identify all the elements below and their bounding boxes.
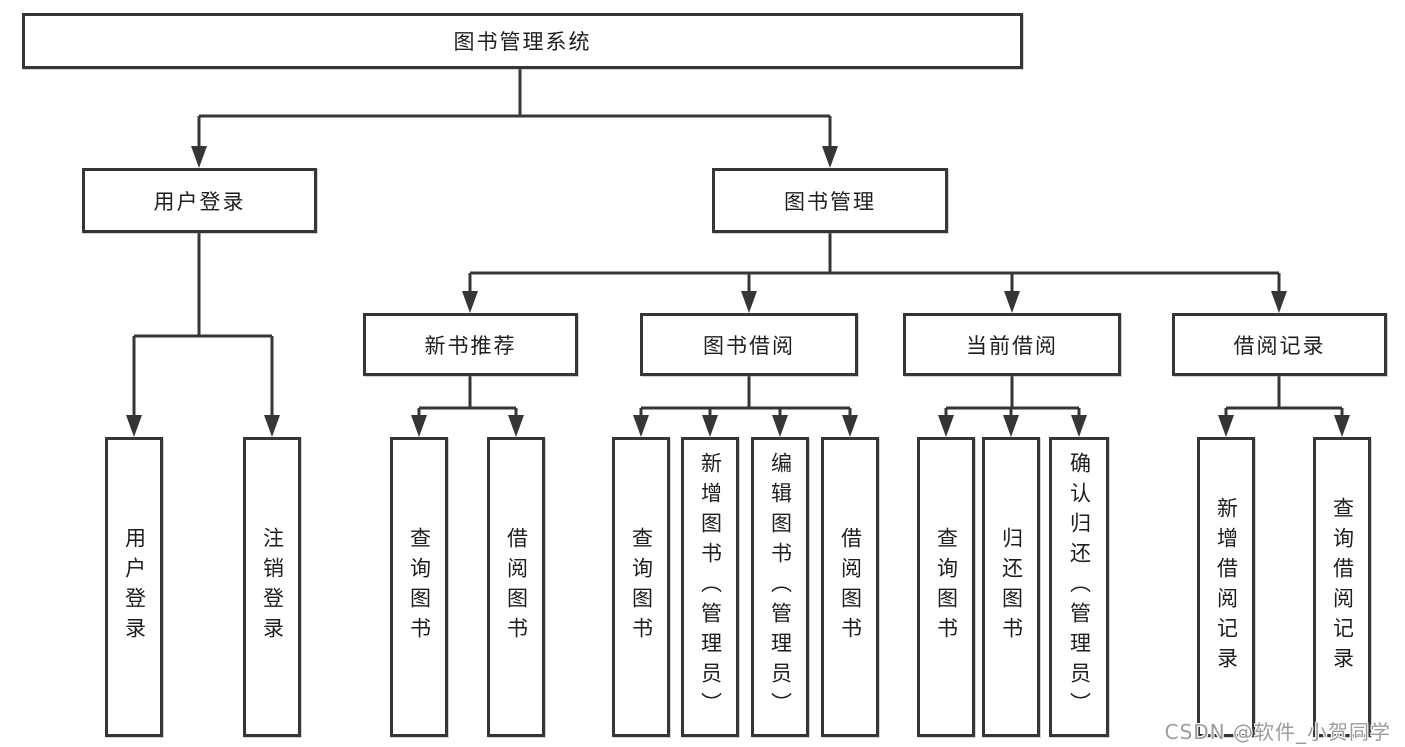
arrowhead bbox=[411, 415, 427, 437]
node-book-borrowing: 图书借阅 bbox=[640, 313, 858, 376]
connector-new-book-recommend-to-leaves bbox=[417, 376, 518, 420]
arrowhead bbox=[1218, 415, 1234, 437]
leaf-cb-return-books: 归还图书 bbox=[982, 437, 1040, 737]
node-label: 用户登录 bbox=[153, 189, 246, 214]
node-book-management: 图书管理 bbox=[712, 168, 948, 233]
node-label: 新书推荐 bbox=[424, 333, 517, 358]
leaf-bb-edit-books-admin: 编辑图书（管理员） bbox=[751, 437, 809, 737]
node-label: 编辑图书（管理员） bbox=[768, 452, 793, 722]
csdn-watermark: CSDN @软件_小贺同学 bbox=[1164, 720, 1391, 744]
connector-user-login-to-leaves bbox=[132, 233, 274, 419]
node-label: 查询图书 bbox=[629, 527, 654, 647]
arrowhead bbox=[842, 415, 858, 437]
arrowhead bbox=[1271, 291, 1287, 313]
node-label: 借阅图书 bbox=[838, 527, 863, 647]
leaf-cb-confirm-return-admin: 确认归还（管理员） bbox=[1049, 437, 1109, 737]
leaf-bb-borrow-books: 借阅图书 bbox=[821, 437, 879, 737]
leaf-nbr-query-books: 查询图书 bbox=[390, 437, 448, 737]
arrowhead bbox=[1003, 415, 1019, 437]
leaf-br-query-record: 查询借阅记录 bbox=[1313, 437, 1371, 737]
node-label: 图书借阅 bbox=[703, 333, 795, 358]
arrowhead bbox=[938, 415, 954, 437]
node-label: 查询图书 bbox=[934, 527, 959, 647]
arrowhead bbox=[508, 415, 524, 437]
node-current-borrowing: 当前借阅 bbox=[903, 313, 1121, 376]
arrowhead bbox=[126, 415, 142, 437]
connector-current-borrowing-to-leaves bbox=[944, 376, 1081, 420]
leaf-bb-query-books: 查询图书 bbox=[612, 437, 670, 737]
arrowhead bbox=[1004, 291, 1020, 313]
arrowhead bbox=[1334, 415, 1350, 437]
node-label: 新增图书（管理员） bbox=[698, 452, 723, 722]
node-new-book-recommend: 新书推荐 bbox=[363, 313, 578, 376]
node-label: 图书管理系统 bbox=[453, 30, 592, 54]
leaf-cb-query-books: 查询图书 bbox=[917, 437, 975, 737]
connector-borrow-records-to-leaves bbox=[1224, 376, 1344, 420]
node-label: 注销登录 bbox=[260, 527, 285, 647]
node-label: 图书管理 bbox=[784, 189, 876, 214]
connector-root-to-level2 bbox=[197, 69, 832, 150]
arrowhead bbox=[1071, 415, 1087, 437]
arrowhead bbox=[633, 415, 649, 437]
arrowhead bbox=[702, 415, 718, 437]
connector-book-management-to-level3 bbox=[468, 233, 1281, 295]
leaf-user-login: 用户登录 bbox=[105, 437, 163, 737]
node-label: 当前借阅 bbox=[966, 333, 1058, 358]
arrowhead bbox=[264, 415, 280, 437]
leaf-nbr-borrow-books: 借阅图书 bbox=[487, 437, 545, 737]
node-root-library-management-system: 图书管理系统 bbox=[22, 13, 1023, 69]
arrowhead bbox=[772, 415, 788, 437]
connector-book-borrowing-to-leaves bbox=[639, 376, 852, 420]
node-label: 借阅图书 bbox=[504, 527, 529, 647]
leaf-logout: 注销登录 bbox=[243, 437, 301, 737]
leaf-br-add-record: 新增借阅记录 bbox=[1197, 437, 1255, 737]
node-user-login: 用户登录 bbox=[82, 168, 317, 233]
node-borrow-records: 借阅记录 bbox=[1172, 313, 1387, 376]
node-label: 借阅记录 bbox=[1233, 333, 1326, 358]
arrowhead bbox=[741, 291, 757, 313]
arrowhead bbox=[822, 146, 838, 168]
node-label: 用户登录 bbox=[122, 527, 147, 647]
node-label: 确认归还（管理员） bbox=[1067, 452, 1092, 722]
arrowhead bbox=[191, 146, 207, 168]
node-label: 查询图书 bbox=[407, 527, 432, 647]
arrowhead bbox=[462, 291, 478, 313]
leaf-bb-add-books-admin: 新增图书（管理员） bbox=[681, 437, 739, 737]
node-label: 查询借阅记录 bbox=[1330, 497, 1355, 677]
node-label: 归还图书 bbox=[999, 527, 1024, 647]
node-label: 新增借阅记录 bbox=[1214, 497, 1239, 677]
